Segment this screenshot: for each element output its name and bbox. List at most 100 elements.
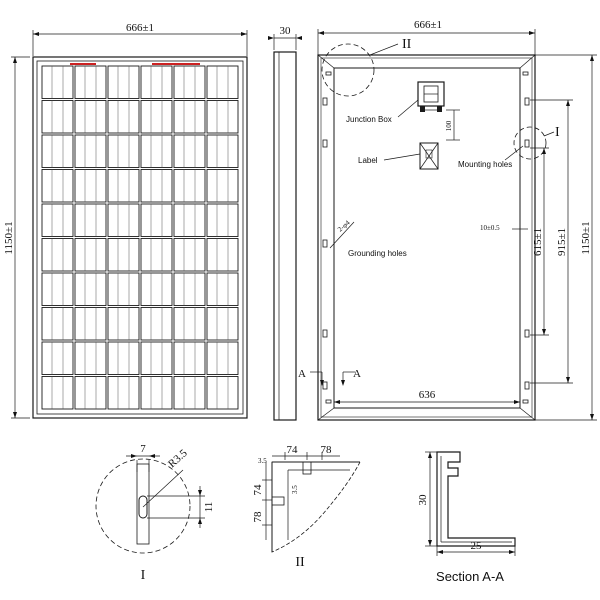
detail-II-callout: II: [402, 37, 412, 52]
section-mark-left: A: [298, 368, 306, 380]
solar-cell: [41, 134, 74, 168]
mounting-holes-label: Mounting holes: [458, 160, 512, 169]
solar-cell: [74, 134, 107, 168]
solar-cell: [206, 65, 239, 99]
solar-cell: [206, 100, 239, 134]
detail-II-small-side: 3.5: [291, 485, 299, 494]
label-block: [419, 142, 439, 170]
side-profile: [273, 51, 297, 421]
dim-615: 615±1: [532, 228, 544, 256]
solar-cell: [107, 169, 140, 203]
solar-cell: [206, 134, 239, 168]
back-view: 666±1 II: [298, 19, 597, 421]
solar-cell: [140, 238, 173, 272]
solar-cell: [74, 169, 107, 203]
solar-cell: [173, 307, 206, 341]
solar-cell: [107, 238, 140, 272]
solar-cell: [74, 307, 107, 341]
frame-holes: [322, 71, 530, 404]
solar-cell: [140, 272, 173, 306]
solar-cell: [41, 238, 74, 272]
section-caption: Section A-A: [436, 569, 504, 584]
detail-I-caption: I: [141, 568, 146, 583]
solar-cell: [206, 307, 239, 341]
dim-915: 915±1: [556, 228, 568, 256]
solar-cell: [41, 100, 74, 134]
solar-cell: [107, 134, 140, 168]
solar-cell: [140, 169, 173, 203]
solar-cell: [140, 100, 173, 134]
cell-grid: [41, 65, 239, 410]
solar-cell: [173, 341, 206, 375]
detail-II-marker: [321, 43, 375, 97]
solar-cell: [206, 341, 239, 375]
detail-II-dim-74-top: 74: [287, 444, 299, 456]
dim-636: 636: [419, 389, 436, 401]
side-thickness-label: 30: [280, 25, 292, 37]
side-view: 30: [268, 25, 302, 421]
section-dim-30: 30: [417, 494, 429, 506]
solar-cell: [173, 203, 206, 237]
detail-I-callout: I: [555, 125, 560, 140]
solar-cell: [173, 134, 206, 168]
solar-cell: [41, 307, 74, 341]
detail-I-dim-7: 7: [140, 443, 146, 455]
solar-cell: [107, 203, 140, 237]
detail-I-radius: R3.5: [166, 447, 190, 470]
junction-box: [417, 81, 445, 112]
detail-II-dim-78-side: 78: [252, 511, 264, 523]
solar-cell: [173, 272, 206, 306]
front-frame: [32, 56, 248, 419]
solar-cell: [140, 65, 173, 99]
solar-cell: [74, 376, 107, 410]
solar-cell: [173, 169, 206, 203]
solar-cell: [140, 341, 173, 375]
back-frame: [317, 54, 536, 421]
solar-cell: [74, 238, 107, 272]
section-mark-right: A: [353, 368, 361, 380]
front-width-label: 666±1: [126, 22, 154, 34]
solar-cell: [41, 65, 74, 99]
front-height-label: 1150±1: [3, 221, 15, 254]
solar-cell: [41, 341, 74, 375]
back-width-label: 666±1: [414, 19, 442, 31]
solar-cell: [74, 65, 107, 99]
solar-cell: [107, 341, 140, 375]
junction-box-label: Junction Box: [346, 115, 392, 124]
back-height-label: 1150±1: [580, 221, 592, 254]
solar-cell: [206, 272, 239, 306]
solar-cell: [206, 238, 239, 272]
detail-I-marker: [513, 126, 547, 160]
detail-I: 7 R3.5 11 I: [95, 443, 215, 583]
solar-cell: [41, 272, 74, 306]
solar-cell: [173, 376, 206, 410]
label-label: Label: [358, 156, 378, 165]
solar-cell: [74, 203, 107, 237]
solar-cell: [41, 203, 74, 237]
solar-cell: [140, 307, 173, 341]
grounding-holes-label: Grounding holes: [348, 249, 407, 258]
detail-I-dim-11: 11: [203, 502, 215, 513]
solar-cell: [173, 238, 206, 272]
detail-II-small-top: 3.5: [258, 457, 267, 465]
solar-cell: [206, 169, 239, 203]
solar-cell: [107, 307, 140, 341]
solar-cell: [74, 100, 107, 134]
solar-cell: [107, 376, 140, 410]
solar-cell: [140, 203, 173, 237]
grounding-hole-spec: 2-φ4: [336, 218, 352, 233]
solar-cell: [107, 272, 140, 306]
solar-cell: [173, 65, 206, 99]
solar-cell: [140, 134, 173, 168]
solar-cell: [107, 100, 140, 134]
section-AA: 30 25 Section A-A: [417, 451, 516, 584]
section-dim-25: 25: [471, 540, 483, 552]
solar-cell: [107, 65, 140, 99]
solar-cell: [74, 341, 107, 375]
detail-II-dim-74-side: 74: [252, 484, 264, 496]
detail-I-circle: [95, 458, 191, 554]
solar-cell: [173, 100, 206, 134]
dim-100: 100: [445, 120, 453, 131]
solar-cell: [41, 169, 74, 203]
dim-10: 10±0.5: [480, 224, 500, 232]
